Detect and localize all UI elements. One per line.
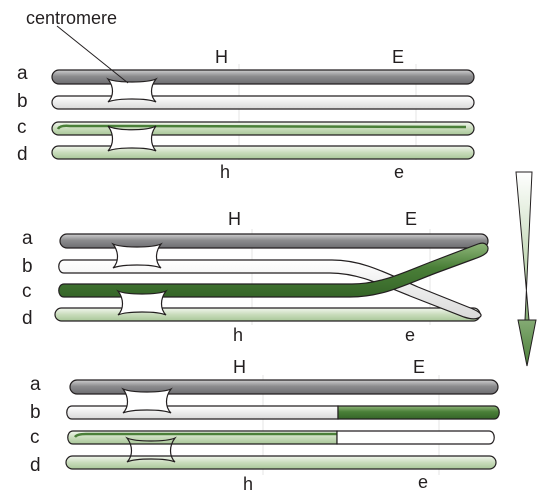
- locus-label-E: E: [392, 47, 404, 67]
- locus-label-e: e: [418, 472, 428, 492]
- row-label-a: a: [22, 228, 33, 249]
- chromatid-b-right: [338, 406, 499, 419]
- locus-label-h: h: [243, 474, 253, 494]
- locus-label-H: H: [215, 47, 228, 67]
- locus-label-E: E: [413, 357, 425, 377]
- panel-3: a b c d H E h e: [30, 357, 499, 494]
- centromere-ab: [123, 389, 171, 413]
- row-label-b: b: [17, 91, 28, 112]
- centromere-ab: [108, 79, 156, 102]
- row-label-b: b: [22, 256, 33, 277]
- row-label-c: c: [22, 281, 32, 302]
- row-label-d: d: [17, 144, 28, 165]
- centromere-cd: [118, 291, 166, 315]
- row-label-a: a: [30, 374, 41, 395]
- locus-label-e: e: [394, 162, 404, 182]
- locus-label-H: H: [233, 357, 246, 377]
- locus-label-e: e: [405, 325, 415, 345]
- row-label-d: d: [30, 455, 41, 476]
- row-label-c: c: [30, 427, 40, 448]
- panel-1: centromere a b c d H E h e: [17, 8, 474, 182]
- row-label-c: c: [17, 117, 27, 138]
- locus-label-h: h: [220, 162, 230, 182]
- row-label-a: a: [17, 63, 28, 84]
- row-label-b: b: [30, 402, 41, 423]
- centromere-ab: [113, 244, 161, 268]
- row-label-d: d: [22, 308, 33, 329]
- locus-label-E: E: [405, 209, 417, 229]
- chromatid-c-right: [337, 431, 494, 444]
- centromere-cd: [108, 126, 156, 151]
- down-arrow: [516, 172, 536, 366]
- locus-label-h: h: [233, 325, 243, 345]
- chromatid-b-left: [67, 406, 338, 419]
- locus-label-H: H: [228, 209, 241, 229]
- centromere-label: centromere: [26, 8, 117, 28]
- panel-2: a b c d H E h e: [22, 209, 488, 345]
